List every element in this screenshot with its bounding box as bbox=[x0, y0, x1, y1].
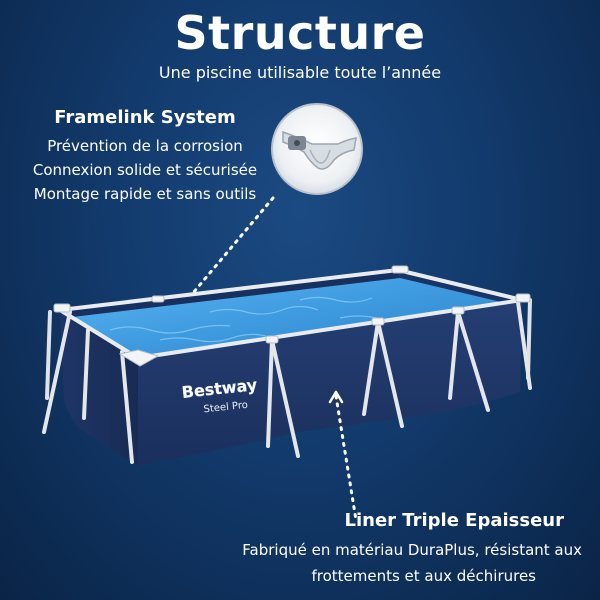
pool-water bbox=[60, 270, 522, 358]
pool-legs bbox=[42, 300, 532, 464]
liner-line-1: Fabriqué en matériau DuraPlus, résistant… bbox=[242, 541, 582, 559]
framelink-zoom-circle bbox=[271, 103, 363, 195]
liner-heading: Liner Triple Epaisseur bbox=[344, 510, 564, 531]
pool-wall-left bbox=[60, 310, 138, 466]
liner-connector bbox=[334, 394, 358, 522]
framelink-line-2: Connexion solide et sécurisée bbox=[32, 161, 258, 179]
framelink-line-1: Prévention de la corrosion bbox=[47, 137, 243, 155]
brand-model-text: Steel Pro bbox=[203, 400, 248, 416]
framelink-connector bbox=[143, 196, 275, 352]
framelink-feature: Framelink System Prévention de la corros… bbox=[20, 107, 270, 206]
page-subtitle: Une piscine utilisable toute l’année bbox=[158, 63, 442, 82]
framelink-heading: Framelink System bbox=[54, 107, 236, 128]
liner-feature: Liner Triple Epaisseur Fabriqué en matér… bbox=[222, 510, 582, 589]
liner-line-2: frottements et aux déchirures bbox=[311, 567, 536, 585]
frame-joints bbox=[53, 265, 531, 367]
pool-wall-front bbox=[138, 300, 522, 466]
framelink-line-3: Montage rapide et sans outils bbox=[33, 185, 257, 203]
page-title: Structure bbox=[174, 6, 426, 60]
